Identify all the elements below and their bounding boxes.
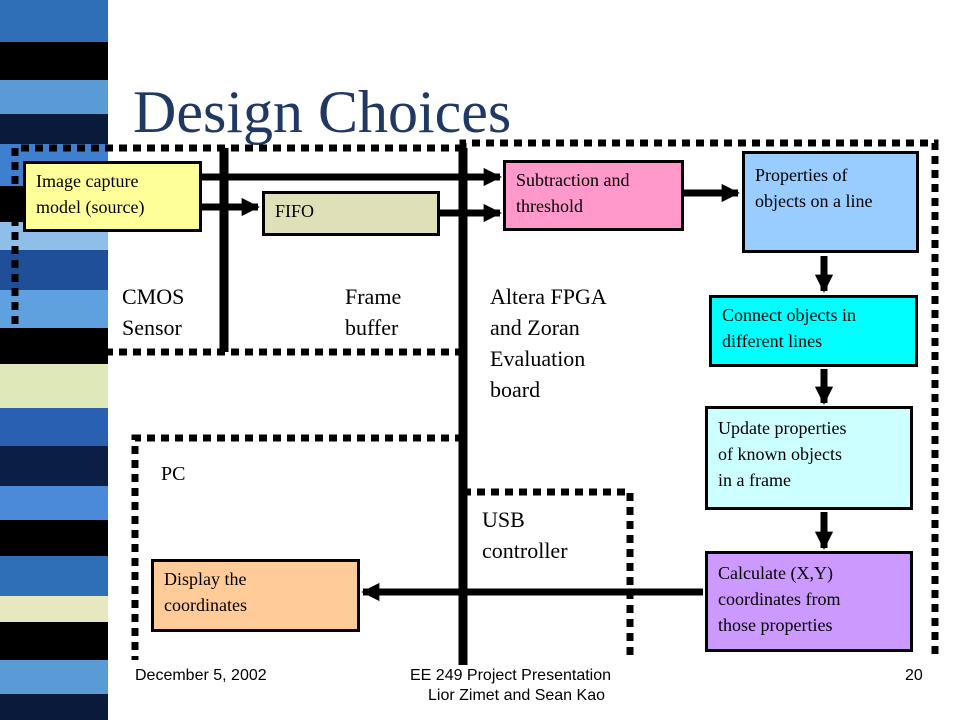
box-text-line: model (source) <box>36 197 145 217</box>
stripe <box>0 694 108 720</box>
stripe <box>0 408 108 446</box>
calculate-coordinates-box: Calculate (X,Y) coordinates from those p… <box>705 551 913 652</box>
stripe <box>0 250 108 290</box>
label-line: and Zoran <box>490 315 580 340</box>
stripe <box>0 42 108 80</box>
label-line: Sensor <box>122 315 182 340</box>
label-line: board <box>490 377 541 402</box>
label-line: controller <box>482 538 568 563</box>
properties-box: Properties of objects on a line <box>742 151 919 253</box>
box-text-line: coordinates from <box>718 589 841 609</box>
box-text-line: of known objects <box>718 444 842 464</box>
usb-controller-label: USB controller <box>482 504 568 566</box>
stripe <box>0 520 108 556</box>
connect-objects-box: Connect objects in different lines <box>709 295 918 367</box>
box-text-line: Connect objects in <box>722 305 856 325</box>
pc-region <box>131 434 463 660</box>
box-text-line: FIFO <box>275 201 315 221</box>
box-text-line: Properties of <box>755 165 848 185</box>
pc-label: PC <box>161 463 186 485</box>
stripe <box>0 596 108 622</box>
box-text-line: those properties <box>718 615 833 635</box>
box-text-line: Subtraction and <box>516 170 630 190</box>
image-capture-source-box: Image capture model (source) <box>23 161 202 232</box>
label-line: Altera FPGA <box>490 284 607 309</box>
label-line: buffer <box>345 315 399 340</box>
label-line: CMOS <box>122 284 185 309</box>
box-text-line: coordinates <box>164 595 247 615</box>
box-text-line: Calculate (X,Y) <box>718 563 833 583</box>
footer-authors: Lior Zimet and Sean Kao <box>428 687 605 704</box>
stripe <box>0 446 108 486</box>
slide-title: Design Choices <box>133 79 512 145</box>
label-line: Evaluation <box>490 346 586 371</box>
footer-page-number: 20 <box>905 667 923 684</box>
stripe <box>0 486 108 520</box>
box-text-line: threshold <box>516 196 583 216</box>
display-coordinates-box: Display the coordinates <box>151 559 360 632</box>
label-line: USB <box>482 507 525 532</box>
label-line: Frame <box>345 284 402 309</box>
fpga-region <box>459 139 939 660</box>
box-text-line: in a frame <box>718 470 791 490</box>
stripe <box>0 556 108 596</box>
fpga-board-label: Altera FPGA and Zoran Evaluation board <box>490 281 607 405</box>
stripe <box>0 80 108 114</box>
box-text-line: different lines <box>722 331 823 351</box>
box-text-line: Update properties <box>718 418 847 438</box>
frame-buffer-label: Frame buffer <box>345 281 401 343</box>
update-properties-box: Update properties of known objects in a … <box>705 406 913 510</box>
cmos-frame-region <box>11 144 463 356</box>
stripe <box>0 0 108 42</box>
stripe <box>0 364 108 408</box>
fifo-box: FIFO <box>262 191 440 236</box>
footer-course: EE 249 Project Presentation <box>410 667 612 684</box>
stripe <box>0 114 108 144</box>
box-text-line: objects on a line <box>755 191 873 211</box>
subtraction-threshold-box: Subtraction and threshold <box>503 160 684 231</box>
stripe <box>0 660 108 694</box>
box-text-line: Image capture <box>36 171 139 191</box>
box-text-line: Display the <box>164 569 247 589</box>
stripe <box>0 622 108 660</box>
cmos-sensor-label: CMOS Sensor <box>122 281 184 343</box>
footer-date: December 5, 2002 <box>135 667 267 684</box>
